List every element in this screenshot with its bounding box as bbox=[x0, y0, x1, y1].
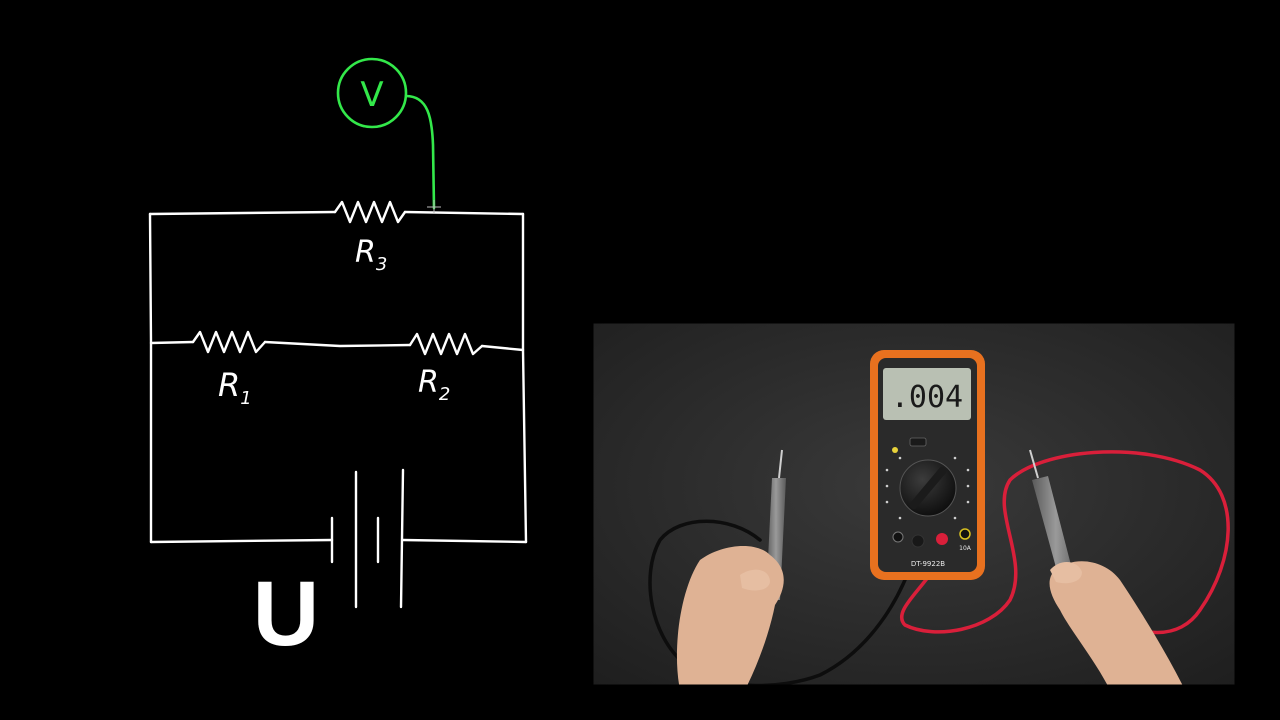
bottom-wire-right bbox=[401, 538, 528, 544]
left-hand-with-probe bbox=[676, 449, 786, 685]
right-thumb bbox=[1050, 561, 1082, 584]
terminal-10a-label: 10A bbox=[959, 545, 972, 552]
left-probe-tip bbox=[778, 449, 783, 479]
label-r3: R3 bbox=[355, 235, 387, 275]
lcd-screen bbox=[883, 368, 971, 420]
voltmeter-probe-wire bbox=[404, 94, 436, 210]
voltmeter-symbol: V bbox=[360, 75, 383, 115]
middle-wire-center bbox=[263, 340, 412, 348]
photo-frame bbox=[592, 322, 1236, 686]
cursor-crosshair bbox=[427, 200, 441, 214]
multimeter-photo: .004 10A DT-9922B bbox=[593, 323, 1235, 685]
range-markings bbox=[885, 456, 970, 520]
circuit-diagram bbox=[148, 200, 528, 609]
right-probe-tip bbox=[1029, 449, 1039, 479]
model-label: DT-9922B bbox=[911, 560, 945, 568]
resistor-r3-zigzag bbox=[333, 200, 407, 224]
red-test-lead bbox=[900, 450, 1230, 635]
multimeter: .004 10A DT-9922B bbox=[870, 350, 985, 580]
label-r2: R2 bbox=[418, 365, 450, 405]
resistor-r1-zigzag bbox=[191, 330, 267, 354]
label-r1: R1 bbox=[218, 366, 252, 409]
bottom-wire-left bbox=[149, 538, 334, 544]
indicator-dot bbox=[892, 447, 898, 453]
lcd-reading: .004 bbox=[891, 380, 963, 415]
source-label-u: U bbox=[253, 563, 319, 665]
terminal-red-plug bbox=[936, 533, 948, 545]
middle-wire-left bbox=[149, 340, 195, 345]
top-wire bbox=[148, 210, 337, 216]
left-wire bbox=[148, 212, 153, 544]
right-wire bbox=[521, 212, 528, 544]
voltmeter-circle bbox=[336, 57, 408, 129]
battery-plate-4 bbox=[399, 468, 405, 609]
terminal-black-plug bbox=[911, 534, 925, 548]
right-hand-with-probe bbox=[1029, 449, 1183, 685]
right-hand bbox=[1049, 561, 1183, 685]
resistor-r2-zigzag bbox=[408, 332, 484, 356]
left-thumb bbox=[740, 569, 770, 591]
terminal-com bbox=[892, 531, 904, 543]
voltmeter: V bbox=[336, 57, 436, 210]
top-wire-right bbox=[403, 210, 525, 216]
middle-wire-right bbox=[480, 344, 525, 352]
dial-pointer bbox=[909, 466, 947, 510]
hold-button bbox=[909, 437, 927, 447]
terminal-10a bbox=[959, 528, 971, 540]
